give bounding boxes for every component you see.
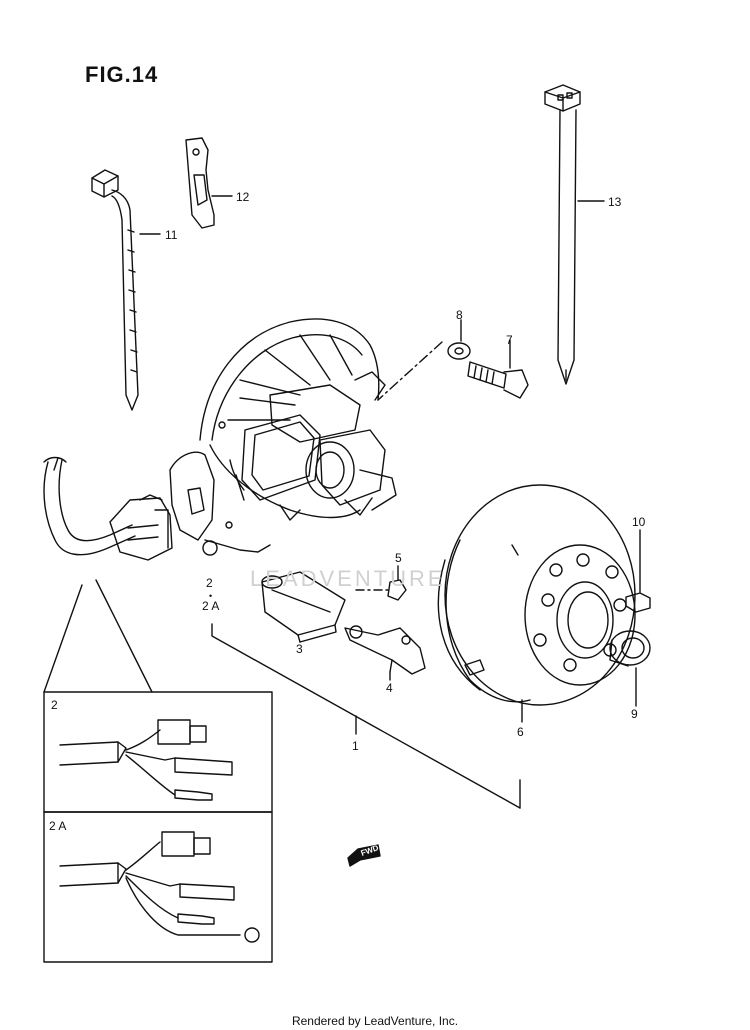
callout-2: 2 [206, 576, 213, 590]
fwd-direction-marker [347, 844, 381, 867]
inset-2-label: 2 [51, 698, 58, 712]
callout-4: 4 [386, 681, 393, 695]
callout-6: 6 [517, 725, 524, 739]
callout-5: 5 [395, 551, 402, 565]
part-7-bolt [467, 339, 529, 399]
callout-1: 1 [352, 739, 359, 753]
callout-9: 9 [631, 707, 638, 721]
fwd-text: FWD [360, 843, 380, 858]
figure-title: FIG.14 [85, 62, 159, 87]
part-9-nut [609, 630, 651, 707]
callout-10: 10 [632, 515, 646, 529]
callout-2-dot: • [209, 591, 213, 601]
assembly-1-bracket [211, 623, 521, 809]
callout-11: 11 [165, 228, 178, 242]
callout-3: 3 [296, 642, 303, 656]
part-3-pickup-coil [261, 571, 346, 643]
callout-8: 8 [456, 308, 463, 322]
part-4-bracket [344, 625, 426, 675]
part-11-cable-tie [91, 169, 139, 411]
part-6-flywheel [437, 484, 636, 706]
part-5-screw [355, 565, 407, 601]
leader-harness-inset-1 [95, 579, 153, 693]
stator-assembly [169, 318, 397, 556]
callout-2a: 2 A [202, 599, 220, 613]
watermark: LEADVENTURE [250, 566, 446, 591]
bolt-alignment-line [377, 341, 443, 401]
leader-harness-inset-2 [43, 584, 83, 693]
part-10-key [625, 529, 651, 613]
wire-harness [43, 456, 173, 561]
part-12-clamp [185, 137, 215, 229]
callout-7: 7 [506, 333, 513, 347]
callout-13: 13 [608, 195, 622, 209]
part-13-long-cable-tie [544, 84, 581, 385]
inset-2-connectors [43, 691, 273, 813]
callout-12: 12 [236, 190, 250, 204]
inset-2a-connectors [43, 811, 273, 963]
footer-credit: Rendered by LeadVenture, Inc. [291, 1014, 459, 1028]
fwd-marker-text-holder: FWD [360, 843, 380, 858]
part-8-washer [447, 319, 471, 360]
inset-2a-label: 2 A [49, 819, 67, 833]
